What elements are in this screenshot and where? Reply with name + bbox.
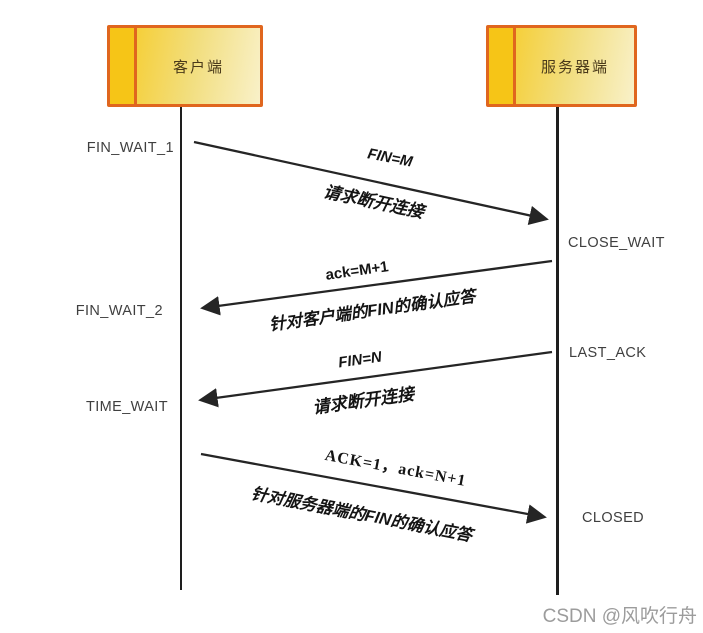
client-lifeline (179, 107, 182, 590)
csdn-watermark: CSDN @风吹行舟 (542, 606, 697, 627)
state-closed: CLOSED (582, 510, 645, 526)
arrow-ack-n1 (200, 452, 547, 524)
state-time-wait: TIME_WAIT (85, 399, 168, 415)
actor-box-strip (110, 28, 137, 104)
state-close-wait: CLOSE_WAIT (568, 235, 665, 251)
actor-box-strip (489, 28, 516, 104)
arrow-fin-m (193, 140, 549, 225)
arrow-ack-m1 (200, 259, 553, 316)
client-actor-label: 客户端 (172, 58, 224, 76)
state-fin-wait-2: FIN_WAIT_2 (75, 303, 163, 319)
state-last-ack: LAST_ACK (569, 345, 647, 361)
arrow-fin-n (198, 350, 553, 408)
server-actor-box: 服务器端 (486, 25, 637, 107)
client-actor-box: 客户端 (107, 25, 263, 107)
server-lifeline (556, 107, 559, 595)
state-fin-wait-1: FIN_WAIT_1 (86, 140, 174, 156)
server-actor-label: 服务器端 (540, 58, 609, 76)
